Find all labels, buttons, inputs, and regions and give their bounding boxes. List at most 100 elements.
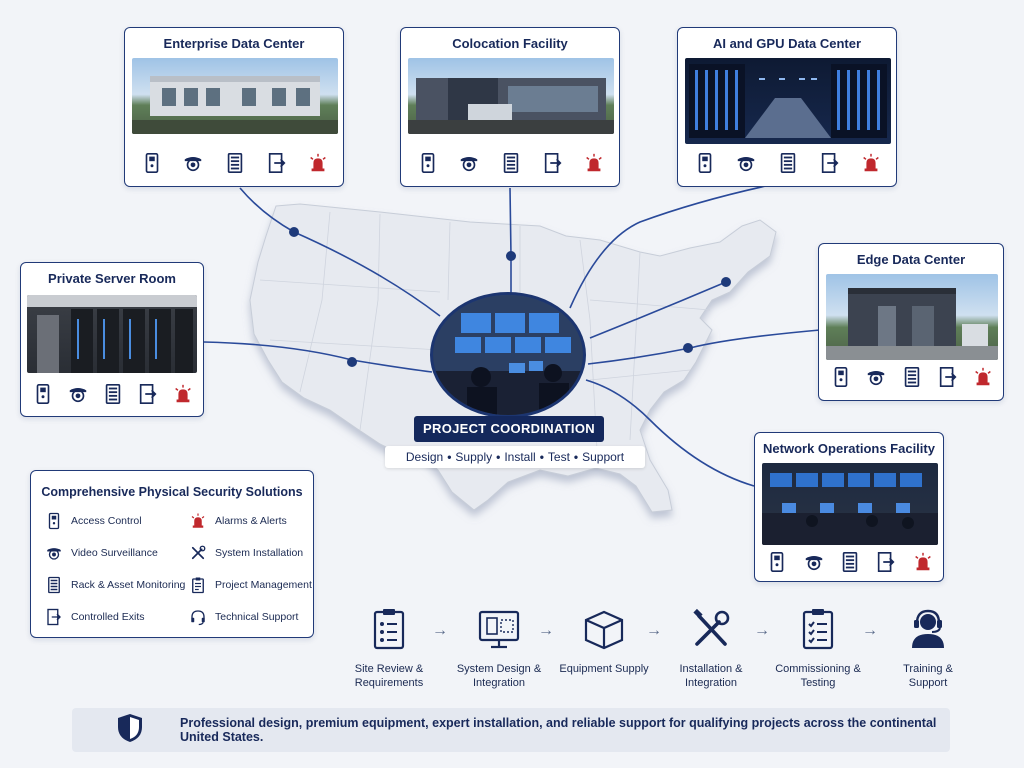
building-photo: [826, 274, 998, 360]
access-control-icon: [32, 383, 54, 405]
rack-icon: [45, 576, 63, 594]
process-step-site-review: Site Review & Requirements: [330, 606, 448, 690]
solution-item: Project Management: [189, 575, 312, 595]
checklist-tested-icon: [759, 606, 877, 652]
footer-banner: Professional design, premium equipment, …: [72, 708, 950, 752]
clipboard-icon: [189, 576, 207, 594]
separator-dot: •: [573, 450, 579, 464]
access-control-icon: [417, 152, 439, 174]
arrow-right-icon: →: [862, 622, 878, 639]
rack-icon: [224, 152, 246, 174]
facility-card-ai-gpu: AI and GPU Data Center: [677, 27, 897, 187]
camera-icon: [458, 152, 480, 174]
facility-title: Enterprise Data Center: [163, 36, 305, 51]
arrow-right-icon: →: [538, 622, 554, 639]
connector-northeast: [589, 281, 727, 339]
facility-icon-row: [684, 152, 892, 174]
service-phase: Design: [405, 450, 444, 464]
facility-card-enterprise: Enterprise Data Center: [124, 27, 344, 187]
camera-icon: [735, 152, 757, 174]
connector-ai-gpu: [569, 183, 776, 309]
wrench-screwdriver-icon: [652, 606, 770, 652]
access-control-icon: [830, 366, 852, 388]
solution-label: Access Control: [71, 515, 142, 527]
monitor-design-icon: [440, 606, 558, 652]
facility-card-private: Private Server Room: [20, 262, 204, 417]
facility-title: Colocation Facility: [452, 36, 568, 51]
access-control-icon: [141, 152, 163, 174]
project-coordination-label: PROJECT COORDINATION: [414, 416, 604, 442]
step-label: Commissioning & Testing: [775, 663, 861, 689]
alarm-icon: [972, 366, 994, 388]
facility-icon-row: [131, 152, 339, 174]
site-marker: [289, 227, 299, 237]
process-step-equipment-supply: Equipment Supply: [545, 606, 663, 676]
connector-noc: [585, 379, 755, 487]
site-marker: [721, 277, 731, 287]
facility-icon-row: [407, 152, 615, 174]
process-step-commissioning: Commissioning & Testing: [759, 606, 877, 690]
footer-text: Professional design, premium equipment, …: [180, 716, 937, 744]
camera-icon: [865, 366, 887, 388]
camera-icon: [182, 152, 204, 174]
checklist-icon: [330, 606, 448, 652]
solution-label: Controlled Exits: [71, 611, 145, 623]
alarm-icon: [860, 152, 882, 174]
rack-icon: [901, 366, 923, 388]
exit-door-icon: [137, 383, 159, 405]
operations-center-photo: [762, 463, 938, 545]
step-label: Installation & Integration: [679, 663, 743, 689]
server-hall-photo: [685, 58, 891, 144]
support-agent-icon: [869, 606, 987, 652]
access-control-icon: [45, 512, 63, 530]
alarm-icon: [307, 152, 329, 174]
facility-card-edge: Edge Data Center: [818, 243, 1004, 401]
access-control-icon: [766, 551, 788, 573]
step-label: System Design & Integration: [456, 663, 542, 689]
facility-card-noc: Network Operations Facility: [754, 432, 944, 582]
facility-title: Private Server Room: [48, 271, 176, 286]
solution-item: Access Control: [45, 511, 189, 531]
site-marker: [683, 343, 693, 353]
access-control-icon: [694, 152, 716, 174]
solution-item: Alarms & Alerts: [189, 511, 305, 531]
separator-dot: •: [496, 450, 501, 464]
solution-label: Alarms & Alerts: [215, 515, 287, 527]
rack-icon: [777, 152, 799, 174]
camera-icon: [45, 544, 63, 562]
arrow-right-icon: →: [754, 622, 770, 639]
operations-hub-photo: [430, 292, 586, 418]
solution-item: Video Surveillance: [45, 543, 189, 563]
tools-icon: [189, 544, 207, 562]
facility-title: AI and GPU Data Center: [712, 36, 862, 51]
server-room-photo: [27, 295, 197, 373]
arrow-right-icon: →: [432, 622, 448, 639]
building-photo: [132, 58, 338, 134]
solutions-panel: Comprehensive Physical Security Solution…: [30, 470, 314, 638]
exit-door-icon: [45, 608, 63, 626]
step-label: Training & Support: [903, 663, 953, 689]
solution-item: Controlled Exits: [45, 607, 189, 627]
solutions-title: Comprehensive Physical Security Solution…: [41, 485, 303, 499]
arrow-right-icon: →: [646, 622, 662, 639]
alarm-icon: [172, 383, 194, 405]
service-phase: Support: [582, 450, 625, 464]
alarm-icon: [189, 512, 207, 530]
headset-icon: [189, 608, 207, 626]
solution-label: Technical Support: [215, 611, 299, 623]
exit-door-icon: [875, 551, 897, 573]
step-label: Equipment Supply: [559, 663, 649, 675]
process-step-system-design: System Design & Integration: [440, 606, 558, 690]
rack-icon: [500, 152, 522, 174]
box-icon: [545, 606, 663, 652]
shield-icon: [94, 712, 162, 749]
site-marker: [506, 251, 516, 261]
rack-icon: [102, 383, 124, 405]
solution-label: System Installation: [215, 547, 304, 559]
facility-icon-row: [759, 551, 941, 573]
building-photo: [408, 58, 614, 134]
facility-title: Network Operations Facility: [763, 441, 935, 456]
solution-label: Rack & Asset Monitoring: [71, 579, 186, 591]
process-step-training: Training & Support: [869, 606, 987, 690]
